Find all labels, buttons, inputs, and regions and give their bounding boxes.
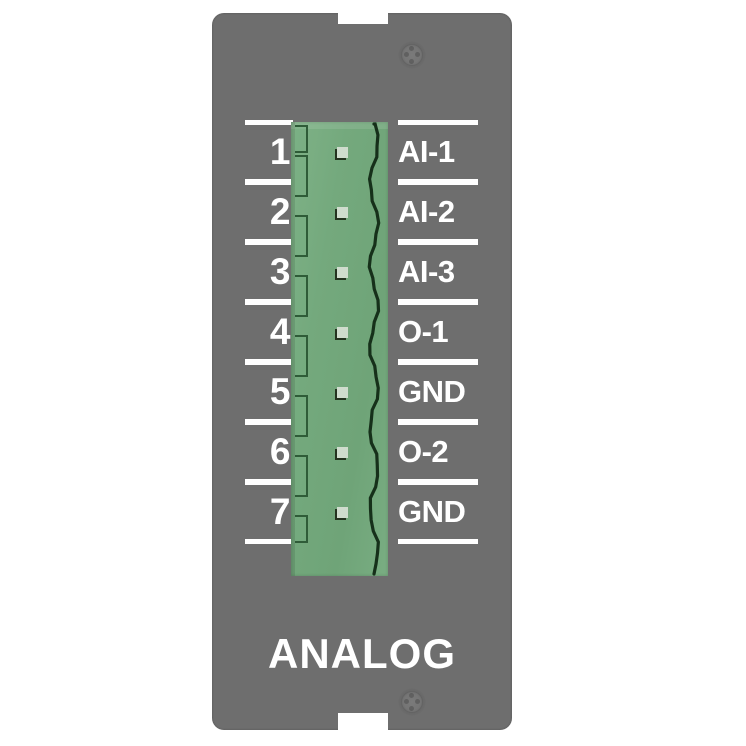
pin-label: GND (398, 494, 466, 529)
rule-right-top (398, 420, 478, 425)
rule-right-top (398, 240, 478, 245)
pin-number: 2 (269, 191, 291, 232)
wire-entry-slot[interactable] (295, 155, 308, 197)
screw-pad[interactable] (337, 447, 348, 458)
rule-left-top (245, 360, 293, 365)
rule-right-top (398, 480, 478, 485)
rule-right-top (398, 120, 478, 125)
screw-icon-bottom (398, 688, 426, 716)
pin-label: AI-3 (398, 254, 455, 289)
rule-left-top (245, 240, 293, 245)
module-title: ANALOG (268, 630, 456, 677)
pin-number: 4 (269, 311, 291, 352)
screw-pad[interactable] (337, 207, 348, 218)
green-terminal-connector[interactable] (291, 122, 388, 576)
screw-pad[interactable] (337, 147, 348, 158)
terminal-row[interactable]: 4 O-1 (212, 300, 512, 364)
screw-pad[interactable] (337, 267, 348, 278)
rule-left-top (245, 180, 293, 185)
wire-entry-slot[interactable] (295, 125, 308, 153)
rule-left-top (245, 420, 293, 425)
rule-left-bottom (245, 539, 293, 544)
screw-pad[interactable] (337, 327, 348, 338)
keying-notch-bottom (338, 713, 388, 731)
rule-left-top (245, 120, 293, 125)
pin-number: 3 (269, 251, 291, 292)
connector-top-highlight (291, 122, 388, 129)
screw-pad[interactable] (337, 507, 348, 518)
pin-label: AI-2 (398, 194, 455, 229)
wire-entry-slot[interactable] (295, 455, 308, 497)
pin-number: 1 (269, 131, 291, 172)
rule-right-top (398, 180, 478, 185)
screw-icon-top (398, 41, 426, 69)
pin-label: O-1 (398, 314, 449, 349)
connector-left-rail (291, 122, 295, 576)
pin-number: 7 (269, 491, 291, 532)
wire-entry-slot[interactable] (295, 395, 308, 437)
wire-entry-slot[interactable] (295, 335, 308, 377)
pin-number: 6 (269, 431, 291, 472)
pin-label: O-2 (398, 434, 449, 469)
terminal-row[interactable]: 7 GND (212, 480, 512, 544)
wire-entry-slot[interactable] (295, 215, 308, 257)
screw-pad[interactable] (337, 387, 348, 398)
wire-entry-slot[interactable] (295, 515, 308, 543)
wire-entry-slot[interactable] (295, 275, 308, 317)
rule-right-top (398, 300, 478, 305)
pin-number: 5 (269, 371, 291, 412)
pin-label: GND (398, 374, 466, 409)
rule-right-top (398, 360, 478, 365)
rule-left-top (245, 300, 293, 305)
rule-right-bottom (398, 539, 478, 544)
keying-notch-top (338, 12, 388, 24)
rule-left-top (245, 480, 293, 485)
pin-label: AI-1 (398, 134, 455, 169)
connector-moulding-wave (367, 122, 381, 576)
